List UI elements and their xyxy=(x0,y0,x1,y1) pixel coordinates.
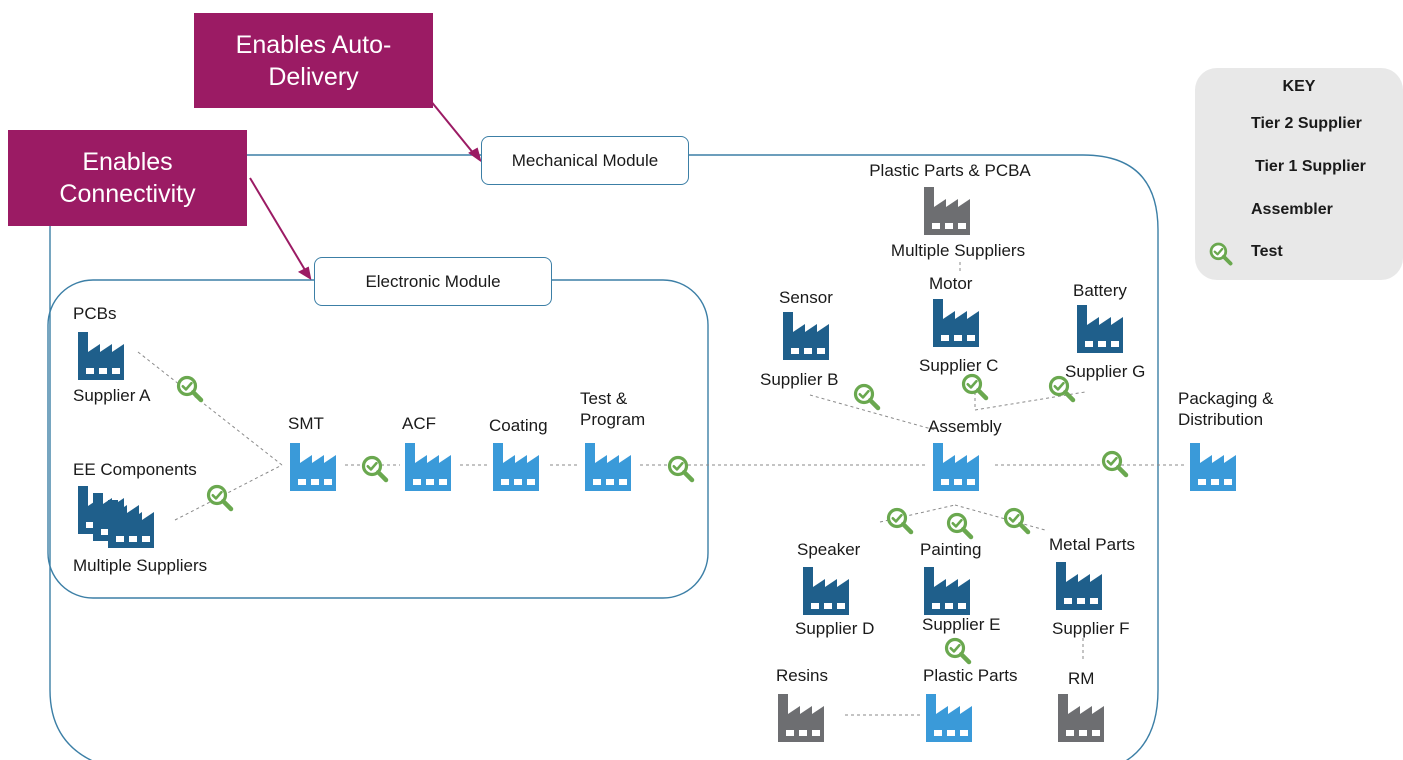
acf-title: ACF xyxy=(402,414,436,433)
test-icon xyxy=(947,640,970,663)
rm-title: RM xyxy=(1068,669,1095,688)
battery-supplier: Supplier G xyxy=(1065,362,1146,381)
painting-title: Painting xyxy=(920,540,982,559)
test-icon xyxy=(1104,453,1127,476)
ee-components-factory-icon-3 xyxy=(108,500,154,548)
test-icon xyxy=(856,386,879,409)
auto-delivery-callout-text: Enables Auto-Delivery xyxy=(235,30,392,91)
metal-parts-title: Metal Parts xyxy=(1049,535,1135,554)
assembly-factory-icon xyxy=(933,443,979,491)
connectivity-callout: Enables Connectivity xyxy=(8,130,247,226)
plastic-pcba-title: Plastic Parts & PCBA xyxy=(869,161,1031,180)
legend-title: KEY xyxy=(1282,78,1316,95)
packaging-factory-icon xyxy=(1190,443,1236,491)
test-icon xyxy=(1006,510,1029,533)
plastic-parts-factory-icon xyxy=(926,694,972,742)
test-program-factory-icon xyxy=(585,443,631,491)
legend-assembler-label: Assembler xyxy=(1251,201,1333,218)
metal-parts-supplier: Supplier F xyxy=(1052,619,1130,638)
coating-title: Coating xyxy=(489,416,548,435)
sensor-title: Sensor xyxy=(779,288,833,307)
speaker-factory-icon xyxy=(803,567,849,615)
battery-title: Battery xyxy=(1073,281,1127,300)
legend-key: KEY Tier 2 Supplier Tier 1 Supplier Asse… xyxy=(1195,68,1403,280)
test-icon xyxy=(889,510,912,533)
mechanical-module-label: Mechanical Module xyxy=(481,136,689,185)
speaker-title: Speaker xyxy=(797,540,861,559)
painting-supplier: Supplier E xyxy=(922,615,1001,634)
plastic-pcba-supplier: Multiple Suppliers xyxy=(890,241,1026,260)
test-icon xyxy=(179,378,202,401)
legend-test-icon xyxy=(1209,242,1233,266)
smt-title: SMT xyxy=(288,414,324,433)
sensor-factory-icon xyxy=(783,312,829,360)
legend-tier1-label: Tier 1 Supplier xyxy=(1255,158,1366,175)
packaging-title: Packaging & Distribution xyxy=(1178,389,1274,429)
motor-factory-icon xyxy=(933,299,979,347)
connectivity-arrow xyxy=(249,177,306,271)
plastic-parts-title: Plastic Parts xyxy=(923,666,1018,685)
acf-factory-icon xyxy=(405,443,451,491)
sensor-supplier: Supplier B xyxy=(760,370,839,389)
legend-tier2-label: Tier 2 Supplier xyxy=(1251,115,1362,132)
coating-factory-icon xyxy=(493,443,539,491)
rm-factory-icon xyxy=(1058,694,1104,742)
electronic-module-boundary xyxy=(47,279,709,599)
auto-delivery-callout: Enables Auto-Delivery xyxy=(194,13,433,108)
electronic-module-label: Electronic Module xyxy=(314,257,552,306)
plastic-pcba-factory-icon xyxy=(924,187,970,235)
ee-components-title: EE Components xyxy=(73,460,197,479)
test-icon xyxy=(949,515,972,538)
speaker-supplier: Supplier D xyxy=(795,619,875,638)
resins-factory-icon xyxy=(778,694,824,742)
test-icon xyxy=(670,458,693,481)
motor-title: Motor xyxy=(929,274,973,293)
metal-parts-factory-icon xyxy=(1056,562,1102,610)
ee-components-supplier: Multiple Suppliers xyxy=(73,556,208,575)
auto-delivery-arrow xyxy=(429,99,475,155)
resins-title: Resins xyxy=(776,666,828,685)
connectivity-callout-text: Enables Connectivity xyxy=(59,148,196,208)
test-icon xyxy=(209,487,232,510)
test-program-title: Test & Program xyxy=(580,389,646,429)
battery-factory-icon xyxy=(1077,305,1123,353)
motor-supplier: Supplier C xyxy=(919,356,999,375)
test-icon xyxy=(364,458,387,481)
pcbs-supplier: Supplier A xyxy=(73,386,151,405)
assembly-title: Assembly xyxy=(928,417,1002,436)
smt-factory-icon xyxy=(290,443,336,491)
painting-factory-icon xyxy=(924,567,970,615)
pcbs-factory-icon xyxy=(78,332,124,380)
pcbs-title: PCBs xyxy=(73,304,117,323)
legend-test-label: Test xyxy=(1251,243,1283,260)
